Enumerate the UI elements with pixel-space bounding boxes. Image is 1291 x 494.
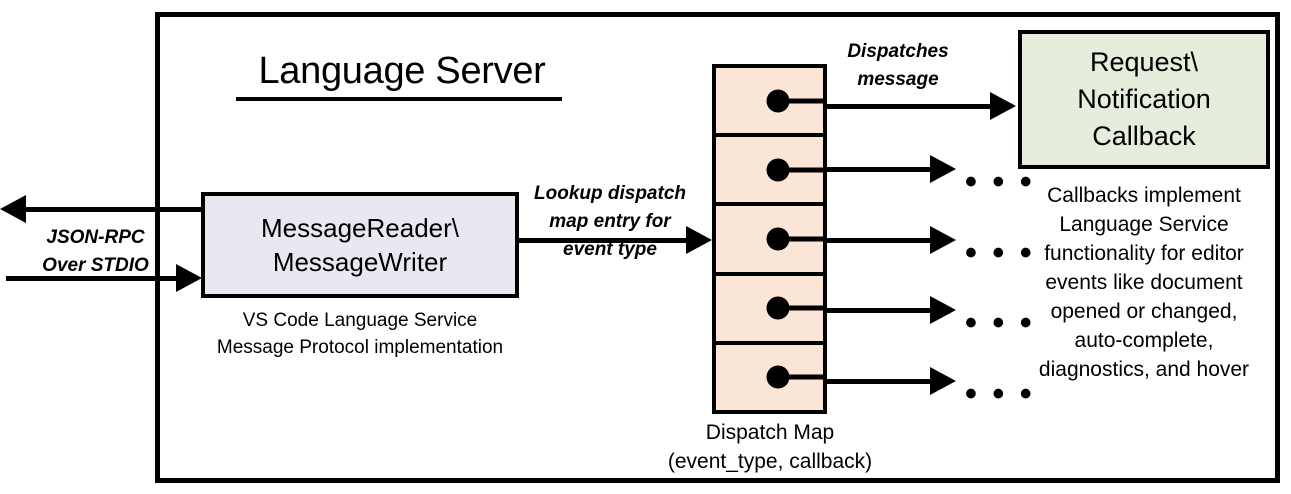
outbound-io-line xyxy=(26,207,203,212)
json-rpc-label-line-2: Over STDIO xyxy=(42,255,149,276)
dispatch-map-table[interactable] xyxy=(712,64,827,414)
dispatch-row-1-arrowhead xyxy=(990,92,1016,120)
message-reader-writer-box[interactable]: MessageReader\ MessageWriter xyxy=(201,192,519,298)
lookup-dispatch-line xyxy=(519,238,689,243)
callback-description: Callbacks implement Language Service fun… xyxy=(1005,181,1283,384)
dispatch-map-row-2[interactable] xyxy=(716,137,827,207)
dispatch-map-row-1-dot xyxy=(766,89,790,113)
outbound-io-arrowhead xyxy=(0,195,26,223)
dispatch-map-caption: Dispatch Map (event_type, callback) xyxy=(645,418,895,476)
lookup-dispatch-label-line-2: map entry for xyxy=(549,211,671,232)
dispatch-row-2-line xyxy=(827,167,932,172)
lookup-dispatch-arrowhead xyxy=(686,226,712,254)
lookup-dispatch-label: Lookup dispatch map entry for event type xyxy=(516,180,704,264)
dispatch-row-5-line xyxy=(827,379,932,384)
dispatch-row-4-arrowhead xyxy=(930,296,956,324)
dispatch-map-caption-line-2: (event_type, callback) xyxy=(667,450,873,473)
message-reader-writer-line-2: MessageWriter xyxy=(272,247,448,277)
message-reader-writer-caption-line-1: VS Code Language Service xyxy=(242,310,478,331)
page-title: Language Server xyxy=(258,50,546,92)
inbound-io-line xyxy=(6,276,178,281)
dispatch-map-caption-line-1: Dispatch Map xyxy=(705,421,835,444)
dispatch-map-row-1-stub xyxy=(784,98,827,104)
message-reader-writer-line-1: MessageReader\ xyxy=(261,213,459,243)
callback-description-line-5: opened or changed, xyxy=(1050,300,1238,323)
callback-description-line-7: diagnostics, and hover xyxy=(1038,358,1250,381)
callback-description-line-2: Language Service xyxy=(1059,213,1229,236)
callback-box-line-1: Request\ xyxy=(1089,47,1199,77)
language-server-boundary xyxy=(155,12,1280,483)
callback-box-line-2: Notification xyxy=(1077,84,1211,114)
dispatch-map-row-2-dot xyxy=(766,158,790,182)
dispatches-message-label-line-2: message xyxy=(857,69,939,90)
dispatch-row-5-ellipsis: • • • xyxy=(965,375,1035,413)
dispatch-row-2-arrowhead xyxy=(930,155,956,183)
callback-description-line-3: functionality for editor xyxy=(1044,242,1244,265)
dispatch-row-5-arrowhead xyxy=(930,367,956,395)
inbound-io-arrowhead xyxy=(176,264,202,292)
dispatch-map-row-3[interactable] xyxy=(716,206,827,276)
message-reader-writer-caption-line-2: Message Protocol implementation xyxy=(216,337,504,358)
dispatch-map-row-3-dot xyxy=(766,227,790,251)
dispatches-message-label-line-1: Dispatches xyxy=(847,41,949,62)
request-notification-callback-box[interactable]: Request\ Notification Callback xyxy=(1018,30,1270,169)
dispatch-map-row-5-dot xyxy=(766,365,790,389)
dispatch-row-3-arrowhead xyxy=(930,226,956,254)
dispatch-map-row-1[interactable] xyxy=(716,68,827,138)
dispatch-map-row-2-stub xyxy=(784,167,827,173)
dispatches-message-label: Dispatches message xyxy=(833,38,963,94)
dispatch-row-1-line xyxy=(827,104,991,109)
dispatch-map-row-5-stub xyxy=(784,374,827,380)
message-reader-writer-caption: VS Code Language Service Message Protoco… xyxy=(195,307,525,361)
callback-description-line-4: events like document xyxy=(1045,271,1243,294)
dispatch-map-row-4-stub xyxy=(784,305,827,311)
dispatch-map-row-4-dot xyxy=(766,296,790,320)
lookup-dispatch-label-line-1: Lookup dispatch xyxy=(534,183,686,204)
callback-description-line-6: auto-complete, xyxy=(1074,329,1214,352)
dispatch-map-row-3-stub xyxy=(784,236,827,242)
dispatch-row-3-line xyxy=(827,238,932,243)
callback-box-line-3: Callback xyxy=(1092,121,1196,151)
page-title-underline xyxy=(236,97,562,101)
callback-description-line-1: Callbacks implement xyxy=(1047,184,1241,207)
dispatch-map-row-5[interactable] xyxy=(716,345,827,410)
dispatch-map-row-4[interactable] xyxy=(716,276,827,345)
lookup-dispatch-label-line-3: event type xyxy=(563,239,657,260)
json-rpc-label: JSON-RPC Over STDIO xyxy=(28,224,163,280)
json-rpc-label-line-1: JSON-RPC xyxy=(46,227,145,248)
dispatch-row-4-line xyxy=(827,308,932,313)
